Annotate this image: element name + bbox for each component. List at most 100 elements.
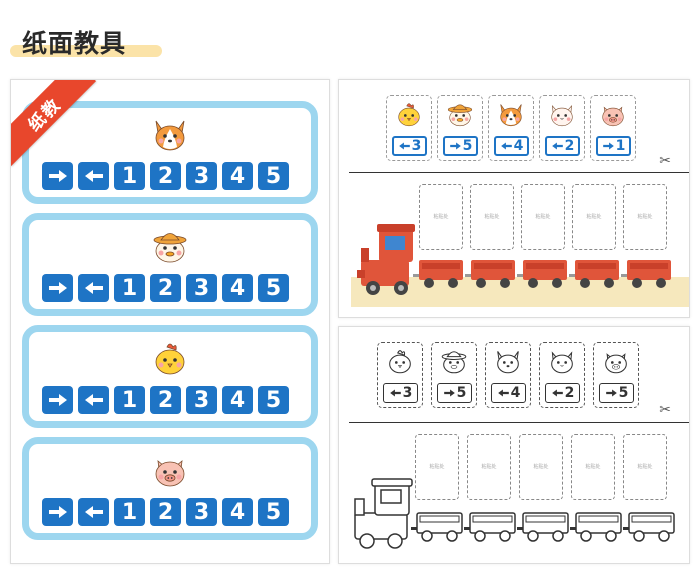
number-tile: 1 <box>114 498 145 526</box>
number-tile: 2 <box>150 386 181 414</box>
cutout-card: 5 <box>431 342 477 408</box>
direction-tile: 1 <box>596 136 631 156</box>
corgi-face-icon <box>496 100 526 128</box>
arrow-right-icon <box>42 498 73 526</box>
paste-slot-label: 粘贴处 <box>481 464 497 470</box>
cutout-card: 2 <box>539 95 585 161</box>
arrow-right-icon <box>42 386 73 414</box>
chick-face-icon <box>385 347 415 375</box>
paste-slot: 粘贴处 <box>623 184 667 250</box>
direction-tile: 5 <box>443 136 478 156</box>
arrow-right-icon <box>42 274 73 302</box>
number-tile: 5 <box>258 498 289 526</box>
step-number: 3 <box>411 138 422 154</box>
paste-slot: 粘贴处 <box>623 434 667 500</box>
arrow-left-icon <box>497 388 510 398</box>
number-tile: 2 <box>150 162 181 190</box>
outline-train-illustration <box>354 478 675 549</box>
arrow-left-icon <box>78 274 109 302</box>
step-number: 1 <box>615 138 626 154</box>
pig-face-icon <box>601 347 631 375</box>
paste-slot: 粘贴处 <box>415 434 459 500</box>
cutout-card: 4 <box>488 95 534 161</box>
cat-face-icon <box>547 347 577 375</box>
step-number: 5 <box>462 138 473 154</box>
arrow-left-icon <box>398 141 411 151</box>
number-tile: 5 <box>258 274 289 302</box>
arrow-left-icon <box>389 388 402 398</box>
number-tile: 2 <box>150 498 181 526</box>
duck-face-icon <box>150 226 190 266</box>
number-tile: 3 <box>186 386 217 414</box>
color-worksheet-panel: 3 5 4 2 1 ✂ 粘贴处 粘贴处 粘贴处 粘贴处 粘贴处 <box>338 79 690 318</box>
number-tile: 3 <box>186 498 217 526</box>
number-tile: 4 <box>222 274 253 302</box>
number-tile: 4 <box>222 386 253 414</box>
arrow-left-icon <box>78 498 109 526</box>
step-number: 2 <box>564 385 575 401</box>
scissors-icon: ✂ <box>659 152 671 168</box>
step-number: 4 <box>510 385 521 401</box>
number-tile: 5 <box>258 162 289 190</box>
color-train-illustration <box>357 224 671 295</box>
paste-slot: 粘贴处 <box>467 434 511 500</box>
paste-slot: 粘贴处 <box>572 184 616 250</box>
paste-slot-label: 粘贴处 <box>433 214 449 220</box>
cutout-card: 4 <box>485 342 531 408</box>
paste-slot-label: 粘贴处 <box>484 214 500 220</box>
paste-slot-label: 粘贴处 <box>429 464 445 470</box>
direction-tile: 4 <box>494 136 529 156</box>
cutout-card: 3 <box>377 342 423 408</box>
cutout-card: 5 <box>593 342 639 408</box>
title-highlight <box>10 45 162 57</box>
paste-slot: 粘贴处 <box>571 434 615 500</box>
direction-tile: 5 <box>599 383 634 403</box>
paste-slot: 粘贴处 <box>519 434 563 500</box>
number-tile: 3 <box>186 274 217 302</box>
direction-tile: 5 <box>437 383 472 403</box>
cut-line <box>349 422 689 423</box>
chick-face-icon <box>150 338 190 378</box>
arrow-right-icon <box>602 141 615 151</box>
cutout-card: 1 <box>590 95 636 161</box>
chick-face-icon <box>394 100 424 128</box>
cat-face-icon <box>547 100 577 128</box>
step-number: 4 <box>513 138 524 154</box>
paste-slot: 粘贴处 <box>419 184 463 250</box>
number-tile: 1 <box>114 162 145 190</box>
duck-face-icon <box>445 100 475 128</box>
bw-worksheet-panel: 3 5 4 2 5 ✂ 粘贴处粘贴处粘贴处粘贴处粘贴处 <box>338 326 690 564</box>
cutout-card: 5 <box>437 95 483 161</box>
corgi-face-icon <box>150 114 190 154</box>
direction-tile: 4 <box>491 383 526 403</box>
direction-tile: 3 <box>383 383 418 403</box>
pig-face-icon <box>150 450 190 490</box>
step-number: 5 <box>618 385 629 401</box>
step-number: 3 <box>402 385 413 401</box>
cutout-card: 3 <box>386 95 432 161</box>
number-tile: 4 <box>222 162 253 190</box>
pig-face-icon <box>598 100 628 128</box>
cutout-card: 2 <box>539 342 585 408</box>
number-tile: 1 <box>114 386 145 414</box>
paste-slot: 粘贴处 <box>521 184 565 250</box>
paste-slot-label: 粘贴处 <box>535 214 551 220</box>
arrow-right-icon <box>443 388 456 398</box>
paste-slot-label: 粘贴处 <box>586 214 602 220</box>
number-tile: 5 <box>258 386 289 414</box>
step-number: 2 <box>564 138 575 154</box>
corgi-face-icon <box>493 347 523 375</box>
arrow-right-icon <box>605 388 618 398</box>
paste-slot: 粘贴处 <box>470 184 514 250</box>
paste-slot-label: 粘贴处 <box>637 214 653 220</box>
number-tile: 2 <box>150 274 181 302</box>
scissors-icon: ✂ <box>659 401 671 417</box>
arrow-left-icon <box>78 162 109 190</box>
